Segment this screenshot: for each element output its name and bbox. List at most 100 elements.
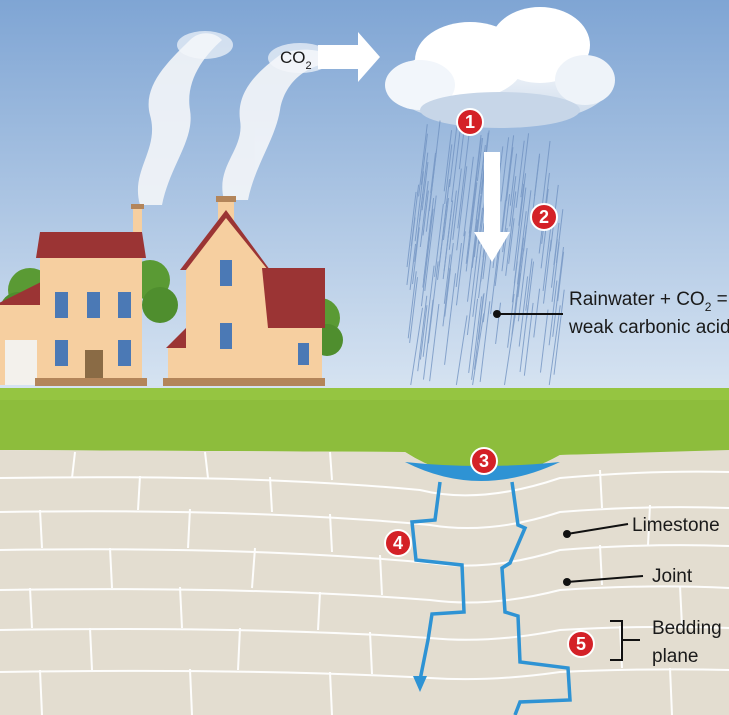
rain-streak: [511, 237, 525, 336]
co2-label: CO2: [280, 48, 312, 72]
step-badge-3: 3: [470, 447, 498, 475]
rain-streak: [504, 135, 515, 206]
rain-streak: [520, 133, 530, 198]
rain-streak: [548, 305, 561, 386]
rain-streak: [455, 231, 466, 306]
rain-streak: [500, 137, 510, 202]
rain-streak: [418, 152, 429, 222]
svg-text:2: 2: [539, 207, 549, 227]
rain-streak: [406, 191, 417, 268]
rain-streak: [553, 289, 565, 375]
rain-streak: [463, 156, 474, 237]
rain-streak: [452, 168, 462, 240]
rain-streak: [551, 241, 560, 302]
rain-streak: [406, 217, 416, 286]
rain-streak: [427, 261, 439, 344]
rain-streak: [502, 194, 511, 253]
rain-streak: [517, 247, 528, 322]
rain-streak: [479, 301, 491, 383]
rain-streak: [477, 293, 485, 340]
grass: [0, 388, 729, 477]
rain-streak: [514, 273, 521, 319]
svg-text:5: 5: [576, 634, 586, 654]
rainwater-label-line2: weak carbonic acid: [568, 317, 729, 338]
rain-streak: [509, 153, 518, 206]
rain-streak: [425, 185, 433, 232]
rain-streak: [473, 170, 486, 258]
step-badge-5: 5: [567, 630, 595, 658]
rain-streak: [438, 179, 451, 267]
rain-streak: [410, 307, 424, 386]
co2-arrow: [318, 32, 380, 82]
rain-streak: [444, 273, 457, 365]
rain-streak: [414, 171, 425, 242]
rain-streak: [541, 140, 551, 206]
rain-streak: [517, 225, 527, 298]
rain-streak: [419, 305, 428, 360]
rain-streak: [420, 208, 434, 307]
svg-text:3: 3: [479, 451, 489, 471]
svg-text:4: 4: [393, 533, 403, 553]
rain-streak: [518, 276, 529, 347]
rain-streak: [434, 203, 444, 277]
rain-streak: [519, 304, 529, 372]
rain-streak: [471, 195, 482, 268]
rain-cloud: [385, 7, 615, 128]
rain-streak: [516, 211, 527, 285]
joint-label: Joint: [652, 566, 693, 587]
joint-arrowhead: [413, 676, 427, 692]
bedding-plane-label-line2: plane: [652, 646, 699, 667]
rain-streak: [551, 239, 558, 288]
rain-streak: [466, 256, 478, 336]
rain-streak: [507, 293, 515, 348]
rain-streak: [476, 137, 484, 181]
limestone-label: Limestone: [632, 515, 720, 536]
rain-streak: [471, 296, 483, 380]
rain-streak: [455, 243, 462, 287]
rain-streak: [409, 277, 419, 344]
rain-streak: [450, 125, 462, 202]
step-badge-4: 4: [384, 529, 412, 557]
rain-streak: [490, 250, 499, 315]
rain-streak: [468, 298, 479, 373]
rainwater-label-line1: Rainwater + CO2 =: [569, 289, 728, 314]
rain-streak: [417, 295, 428, 372]
rain-streak: [542, 225, 552, 291]
rain-streak: [409, 243, 417, 290]
rain-streak: [468, 135, 482, 234]
smoke-plumes: [137, 31, 340, 205]
rain-streak: [419, 180, 429, 248]
rain-streak: [515, 140, 525, 208]
rain-streak: [509, 176, 517, 227]
bedding-plane-label-line1: Bedding: [652, 618, 722, 639]
rain-streak: [422, 299, 434, 380]
rain-streak: [422, 197, 435, 288]
rain-streak: [506, 147, 514, 201]
rain-streak: [508, 218, 515, 264]
rain-streak: [495, 302, 502, 344]
rain-streak: [448, 190, 457, 250]
rain-streak: [465, 182, 478, 272]
rain-streak: [443, 200, 454, 272]
rain-streak: [456, 166, 468, 251]
rain-streak: [449, 119, 459, 188]
rain-streak: [543, 239, 552, 304]
rain-streak: [548, 280, 558, 346]
rain-streak: [525, 258, 533, 311]
svg-text:1: 1: [465, 112, 475, 132]
rain-streak: [429, 303, 440, 382]
rain-streak: [511, 261, 518, 303]
rain-streak: [455, 315, 468, 386]
rain-streak: [412, 227, 420, 285]
rain-streak: [523, 302, 534, 376]
water-joints: [410, 481, 572, 715]
step-badge-2: 2: [530, 203, 558, 231]
rain-streak: [444, 242, 454, 309]
leader-lines: [497, 313, 644, 661]
rain-streak: [475, 151, 485, 221]
rain-streak: [513, 173, 527, 271]
rain-arrow: [474, 152, 510, 262]
rain-streak: [457, 135, 470, 229]
